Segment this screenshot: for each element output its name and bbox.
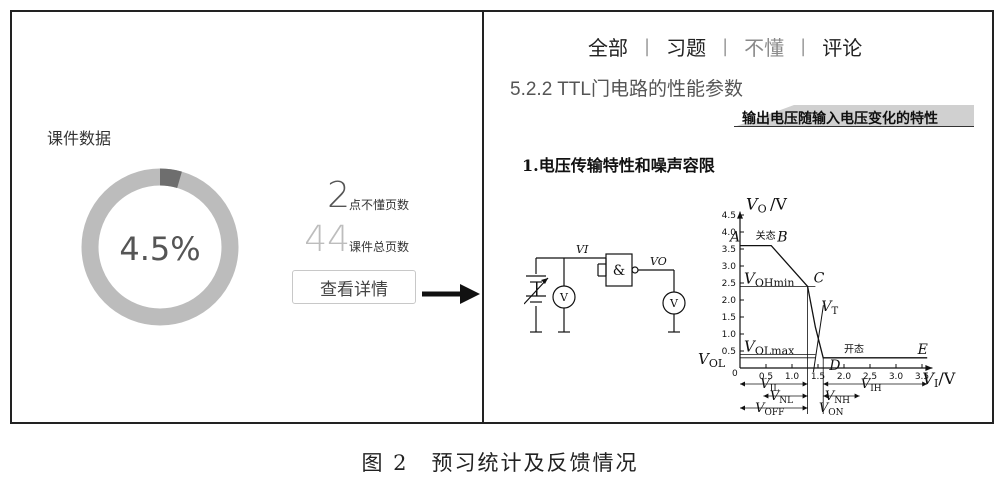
voltmeter-symbol: V: [669, 297, 679, 310]
circuit-gate-symbol: &: [613, 263, 625, 279]
x-tick-label: 3.0: [889, 372, 904, 382]
interval-arrow: [802, 393, 808, 399]
interval-arrow: [823, 381, 829, 387]
x-axis-unit: /V: [938, 369, 955, 388]
y-tick-label: 0.5: [722, 347, 736, 357]
confused-pages-label: 点不懂页数: [349, 198, 410, 212]
chart-axes: VO/VVI/V0: [732, 195, 956, 390]
x-tick-label: 1.5: [811, 372, 825, 382]
region-label: 关态: [756, 229, 776, 242]
y-tick-label: 3.0: [722, 262, 737, 272]
y-axis-label: VO: [746, 195, 767, 216]
tab-not-understood[interactable]: 不懂: [744, 36, 785, 60]
x-tick-label: 2.5: [863, 372, 877, 382]
level-label: VOL: [698, 350, 726, 370]
interval-label: VNH: [825, 389, 850, 406]
interval-arrow: [802, 405, 808, 411]
origin-label: 0: [732, 369, 738, 379]
tab-separator: |: [722, 36, 729, 57]
highlight-text: 输出电压随输入电压变化的特性: [742, 111, 938, 127]
level-label: VOLmax: [744, 337, 795, 357]
x-tick-label: 0.5: [759, 372, 773, 382]
interval-label: VNL: [770, 389, 793, 406]
interval-label: VIH: [861, 377, 882, 394]
point-label: B: [776, 230, 787, 246]
courseware-stats-panel: 课件数据 4.5% 2 点不懂页数 44 课件总页数 查看详情: [12, 12, 484, 422]
interval-arrow: [802, 381, 808, 387]
tab-comments[interactable]: 评论: [822, 36, 863, 60]
x-tick-label: 1.0: [785, 372, 800, 382]
view-details-button[interactable]: 查看详情: [292, 270, 416, 304]
interval-arrow: [854, 393, 860, 399]
level-label: VOHmin: [744, 269, 795, 289]
test-circuit-diagram: & VI VO V V: [524, 243, 686, 333]
chart-series: [740, 244, 928, 359]
y-tick-label: 2.0: [722, 296, 737, 306]
point-label: C: [814, 270, 825, 286]
figure-caption: 图 2 预习统计及反馈情况: [361, 451, 639, 475]
y-tick-label: 2.5: [722, 279, 736, 289]
x-tick-label: 2.0: [837, 372, 852, 382]
total-pages-label: 课件总页数: [349, 240, 410, 254]
tab-exercises[interactable]: 习题: [666, 36, 707, 60]
interval-label: VOFF: [755, 401, 784, 418]
interval-arrow: [740, 381, 745, 387]
figure-frame: 课件数据 4.5% 2 点不懂页数 44 课件总页数 查看详情 全部 | 习题 …: [10, 10, 994, 424]
point-label: A: [728, 230, 740, 246]
y-tick-label: 3.5: [722, 245, 736, 255]
region-label: 开态: [844, 343, 864, 356]
slide-title: 5.2.2 TTL门电路的性能参数: [510, 79, 743, 100]
point-label: VT: [821, 299, 838, 317]
feedback-tabs: 全部 | 习题 | 不懂 | 评论: [588, 32, 862, 61]
interval-arrow: [763, 393, 769, 399]
section-heading: 1.电压传输特性和噪声容限: [522, 156, 715, 175]
y-tick-label: 1.5: [722, 313, 736, 323]
slide-panel: 全部 | 习题 | 不懂 | 评论 5.2.2 TTL门电路的性能参数 输出电压…: [484, 12, 992, 422]
right-arrow-icon: [422, 284, 480, 304]
confused-pages-count: 2: [327, 175, 350, 216]
progress-donut: 4.5%: [81, 168, 239, 326]
tab-separator: |: [800, 36, 807, 57]
y-tick-label: 1.0: [722, 330, 737, 340]
y-tick-label: 4.5: [722, 211, 736, 221]
interval-arrow: [922, 381, 928, 387]
donut-percent-text: 4.5%: [119, 230, 200, 268]
stats-label: 课件数据: [47, 129, 112, 148]
donut-progress-arc: [81, 168, 239, 326]
interval-arrow: [823, 393, 829, 399]
tab-separator: |: [644, 36, 651, 57]
interval-arrow: [740, 405, 745, 411]
tab-all[interactable]: 全部: [588, 36, 628, 60]
y-tick-label: 4.0: [722, 228, 737, 238]
point-label: D: [828, 358, 840, 374]
point-label: E: [917, 342, 928, 358]
transfer-curve: [740, 244, 928, 359]
total-pages-count: 44: [304, 219, 350, 260]
voltmeter-symbol: V: [559, 291, 569, 304]
interval-label: VON: [819, 401, 844, 418]
y-axis-unit: /V: [770, 195, 787, 214]
chart-ticks: 0.5 1.0 1.5 2.0 2.5 3.0 3.5 0.5 1.0 1.5 2.0 2.5 3.0 3…: [722, 211, 929, 382]
highlight-bar: [734, 105, 974, 127]
x-axis-arrow: [925, 365, 933, 371]
x-tick-label: 3.5: [915, 372, 929, 382]
circuit-output-label: VO: [650, 255, 667, 268]
circuit-input-label: VI: [576, 243, 589, 256]
interval-label: VIL: [760, 377, 779, 394]
